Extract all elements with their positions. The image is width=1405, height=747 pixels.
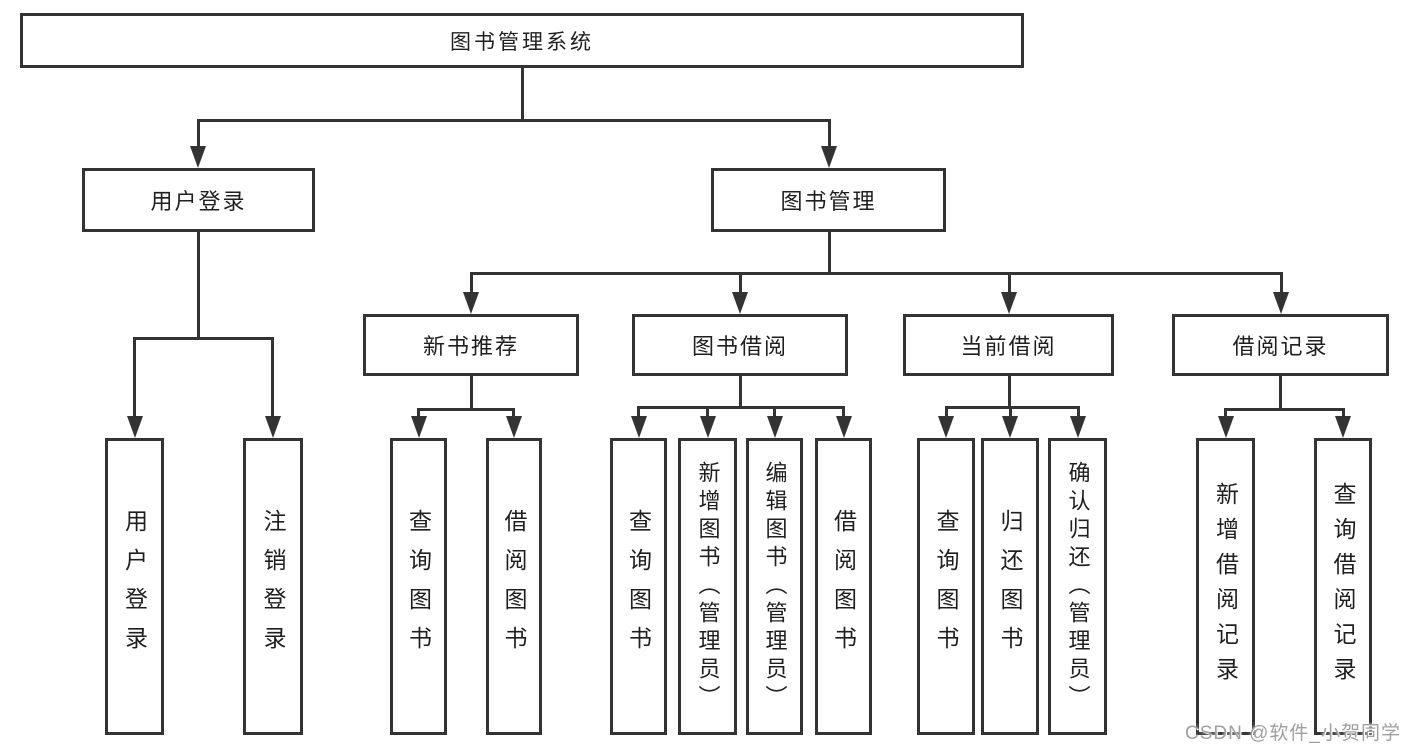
arrowhead-icon [505, 416, 522, 438]
connector-drop [1279, 272, 1283, 296]
arrowhead-icon [938, 416, 954, 438]
connector-drop [469, 272, 473, 296]
leaf-borrow-book-under-recommend: 借阅图书 [486, 438, 542, 735]
arrowhead-icon [126, 416, 143, 438]
arrowhead-icon [1002, 416, 1018, 438]
arrowhead-icon [410, 416, 427, 438]
connector-bar [944, 406, 1080, 409]
connector-bar [417, 408, 515, 411]
arrowhead-icon [835, 416, 852, 438]
arrowhead-icon [1217, 416, 1234, 438]
node-borrow-records: 借阅记录 [1172, 314, 1389, 376]
connector-drop [196, 119, 200, 150]
connector-drop [1076, 406, 1080, 420]
leaf-query-borrow-record: 查询借阅记录 [1314, 438, 1372, 735]
connector-stem [827, 232, 831, 275]
connector-drop [417, 408, 420, 420]
leaf-query-book-under-current: 查询图书 [917, 438, 975, 735]
arrowhead-icon [699, 416, 716, 438]
arrowhead-icon [1070, 416, 1086, 438]
connector-drop [706, 406, 709, 420]
node-new-book-recommend: 新书推荐 [363, 314, 579, 376]
leaf-query-book-under-recommend: 查询图书 [390, 438, 447, 735]
connector-drop [1224, 408, 1227, 420]
connector-bar [133, 337, 274, 340]
leaf-user-login: 用户登录 [105, 438, 164, 735]
node-book-borrowing: 图书借阅 [632, 314, 848, 376]
connector-drop [512, 408, 515, 420]
arrowhead-icon [264, 416, 281, 438]
connector-stem [469, 376, 473, 411]
arrowhead-icon [1273, 292, 1289, 314]
leaf-confirm-return-admin: 确认归还（管理员） [1048, 438, 1107, 735]
connector-bar [1224, 408, 1345, 411]
connector-stem [520, 68, 524, 122]
connector-stem [1278, 376, 1282, 411]
arrowhead-icon [1001, 292, 1017, 314]
connector-bar [637, 406, 845, 409]
connector-stem [196, 232, 200, 340]
connector-drop [271, 337, 274, 420]
connector-bar [196, 119, 831, 122]
connector-drop [1008, 406, 1012, 420]
arrowhead-icon [190, 146, 206, 168]
connector-drop [773, 406, 776, 420]
connector-drop [944, 406, 948, 420]
connector-drop [827, 119, 831, 150]
connector-drop [1341, 408, 1345, 420]
watermark: CSDN @软件_小贺同学 [1185, 723, 1401, 744]
arrowhead-icon [766, 416, 783, 438]
node-book-management: 图书管理 [711, 168, 946, 232]
arrowhead-icon [1335, 416, 1351, 438]
arrowhead-icon [630, 416, 647, 438]
node-user-login: 用户登录 [82, 168, 315, 232]
connector-stem [1007, 376, 1011, 409]
leaf-add-borrow-record: 新增借阅记录 [1196, 438, 1255, 735]
connector-drop [842, 406, 845, 420]
leaf-logout: 注销登录 [243, 438, 303, 735]
arrowhead-icon [463, 292, 479, 314]
connector-drop [738, 272, 742, 296]
node-current-borrowing: 当前借阅 [903, 314, 1114, 376]
leaf-edit-book-admin: 编辑图书（管理员） [746, 438, 803, 735]
leaf-return-book: 归还图书 [981, 438, 1039, 735]
node-root-system: 图书管理系统 [20, 13, 1024, 68]
arrowhead-icon [821, 146, 837, 168]
connector-stem [738, 376, 742, 409]
connector-drop [133, 337, 136, 420]
connector-bar [469, 272, 1283, 275]
connector-drop [1007, 272, 1011, 296]
leaf-query-book-under-borrowing: 查询图书 [610, 438, 667, 735]
leaf-add-book-admin: 新增图书（管理员） [678, 438, 737, 735]
connector-drop [637, 406, 640, 420]
arrowhead-icon [732, 292, 748, 314]
leaf-borrow-book-under-borrowing: 借阅图书 [815, 438, 872, 735]
